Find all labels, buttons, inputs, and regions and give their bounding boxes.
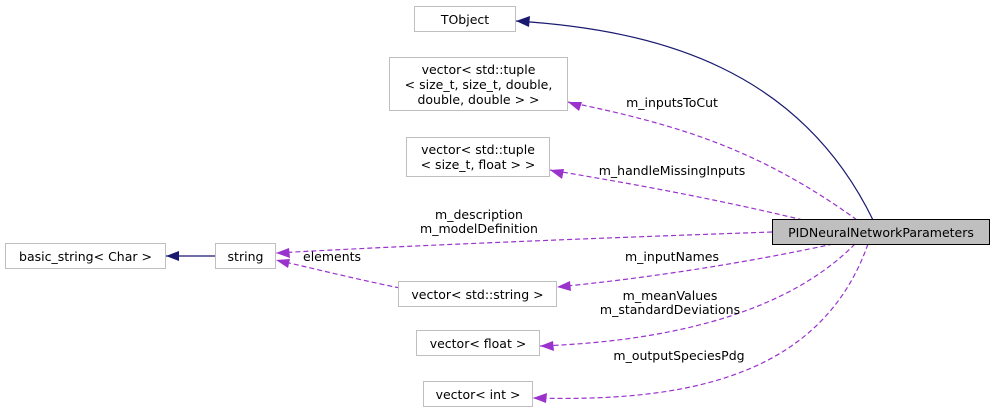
node-vector-std-string[interactable]: vector< std::string > — [398, 281, 557, 307]
edge-main-to-tobject — [515, 20, 874, 221]
edge-vecstring-to-string — [275, 259, 401, 289]
node-string-label: string — [227, 248, 264, 264]
node-pid-neural-network-parameters[interactable]: PIDNeuralNetworkParameters — [772, 219, 990, 245]
edge-label-description-line-1: m_description — [435, 207, 523, 222]
edge-label-description-line-2: m_modelDefinition — [420, 221, 538, 236]
node-vector-std-string-label: vector< std::string > — [411, 286, 544, 302]
node-pid-neural-network-parameters-label: PIDNeuralNetworkParameters — [788, 224, 974, 240]
node-vector-float[interactable]: vector< float > — [416, 330, 540, 356]
edge-main-to-tuple2-arrow — [550, 169, 564, 179]
node-string[interactable]: string — [215, 243, 276, 269]
edge-label-handle-missing-inputs: m_handleMissingInputs — [599, 164, 746, 178]
edge-main-to-tuple5 — [567, 101, 858, 221]
node-vector-tuple5-line-2: < size_t, size_t, double, — [404, 76, 553, 92]
edge-label-input-names-line-1: m_inputNames — [625, 249, 719, 264]
edge-label-elements-line-1: elements — [303, 249, 362, 264]
node-tobject[interactable]: TObject — [414, 6, 516, 32]
edge-main-to-vecfloat-arrow — [540, 341, 554, 351]
node-basic-string[interactable]: basic_string< Char > — [5, 243, 166, 269]
edge-main-to-vecint — [532, 243, 869, 399]
edge-main-to-vecstring — [556, 243, 834, 288]
edge-main-to-vecint-arrow — [533, 393, 547, 403]
edge-label-mean-values: m_meanValues m_standardDeviations — [600, 289, 740, 317]
edge-string-to-basicstring-arrow — [166, 251, 179, 261]
node-basic-string-label: basic_string< Char > — [19, 248, 152, 264]
node-vector-int-label: vector< int > — [435, 386, 521, 402]
node-vector-tuple5-line-1: vector< std::tuple — [421, 61, 536, 77]
node-vector-tuple5[interactable]: vector< std::tuple < size_t, size_t, dou… — [389, 57, 568, 111]
edge-label-mean-values-line-1: m_meanValues — [622, 288, 718, 303]
edge-label-handle-missing-inputs-line-1: m_handleMissingInputs — [598, 163, 746, 178]
edge-label-input-names: m_inputNames — [625, 250, 719, 264]
node-tobject-label: TObject — [440, 11, 490, 27]
node-vector-tuple2-line-1: vector< std::tuple — [421, 142, 535, 157]
node-vector-tuple2-line-2: < size_t, float > > — [420, 157, 536, 172]
edge-label-description: m_description m_modelDefinition — [420, 208, 538, 236]
edge-main-to-tuple5-arrow — [568, 102, 582, 111]
edge-label-output-species-pdg-line-1: m_outputSpeciesPdg — [613, 348, 745, 363]
edge-main-to-string — [275, 231, 773, 254]
edge-vecstring-to-string-arrow — [276, 259, 290, 268]
node-vector-int[interactable]: vector< int > — [423, 381, 533, 407]
edge-main-to-tobject-arrow — [516, 16, 530, 27]
node-vector-tuple2[interactable]: vector< std::tuple < size_t, float > > — [406, 137, 550, 177]
edge-label-elements: elements — [303, 250, 361, 264]
edge-label-inputs-to-cut-line-1: m_inputsToCut — [626, 95, 718, 110]
edge-main-to-vecfloat — [539, 243, 856, 347]
edge-label-mean-values-line-2: m_standardDeviations — [599, 302, 741, 317]
edge-label-inputs-to-cut: m_inputsToCut — [626, 96, 718, 110]
edge-main-to-vecstring-arrow — [557, 281, 571, 291]
node-vector-float-label: vector< float > — [429, 335, 527, 351]
edge-label-output-species-pdg: m_outputSpeciesPdg — [613, 349, 744, 363]
node-vector-tuple5-line-3: double, double > > — [417, 91, 540, 107]
edge-main-to-tuple2 — [549, 169, 804, 221]
edge-main-to-string-arrow — [276, 248, 290, 258]
